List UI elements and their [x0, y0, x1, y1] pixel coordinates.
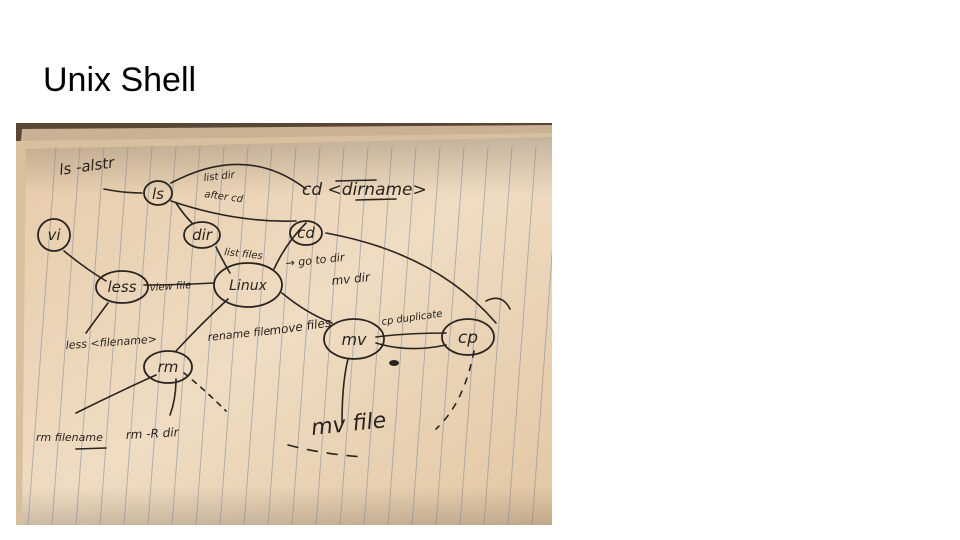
node-cd-circle: [289, 220, 323, 246]
node-circles: [37, 180, 495, 384]
node-cp: cp: [458, 328, 478, 348]
label-list-files: list files: [224, 247, 263, 262]
hand-drawn-diagram: ls dir cd vi less Linux rm mv cp ls -als…: [16, 123, 552, 525]
ruled-line: [27, 146, 57, 525]
label-rm-filename: rm filename: [36, 431, 103, 444]
node-vi: vi: [47, 226, 61, 244]
ruled-line: [75, 146, 105, 525]
connectors: [63, 163, 511, 458]
node-vi-circle: [37, 218, 71, 252]
node-linux: Linux: [229, 278, 267, 294]
node-mv: mv: [341, 330, 367, 349]
label-mv-dir: mv dir: [331, 270, 372, 288]
label-cd-dirname: cd <dirname>: [302, 180, 427, 200]
notebook-photo: ls dir cd vi less Linux rm mv cp ls -als…: [16, 123, 552, 525]
ruled-line: [531, 248, 552, 525]
ruled-line: [171, 146, 201, 525]
node-ls-circle: [143, 180, 173, 206]
ink-scribble: [389, 360, 399, 366]
ruled-line: [291, 146, 321, 525]
label-after-cd: after cd: [204, 189, 245, 205]
node-rm: rm: [158, 358, 179, 376]
node-less-circle: [95, 270, 149, 304]
ruled-line: [219, 146, 249, 525]
label-list-dir: list dir: [203, 170, 236, 184]
ruled-line: [315, 146, 345, 525]
ruled-line: [507, 146, 537, 525]
node-ls: ls: [152, 185, 164, 203]
ruled-line: [459, 146, 489, 525]
ruled-line: [267, 146, 297, 525]
label-less-filename: less <filename>: [65, 333, 157, 352]
node-labels: ls dir cd vi less Linux rm mv cp: [47, 185, 478, 376]
node-linux-circle: [213, 262, 283, 308]
ruled-lines: [27, 146, 552, 525]
ruled-line: [435, 146, 465, 525]
label-rm-r-dir: rm -R dir: [125, 425, 180, 442]
node-cd: cd: [297, 224, 315, 242]
label-go-to-dir: → go to dir: [285, 251, 347, 270]
ruled-line: [411, 146, 441, 525]
node-rm-circle: [143, 350, 193, 384]
node-dir: dir: [192, 226, 213, 244]
ruled-line: [483, 146, 513, 525]
node-less: less: [107, 278, 136, 296]
node-dir-circle: [183, 221, 221, 249]
label-view-file: view file: [149, 280, 191, 294]
node-mv-circle: [323, 318, 385, 360]
ruled-line: [339, 146, 369, 525]
ruled-line: [147, 146, 177, 525]
ruled-line: [51, 146, 81, 525]
ruled-line: [387, 146, 417, 525]
node-cp-circle: [441, 318, 495, 356]
ruled-line: [195, 146, 225, 525]
ruled-line: [243, 146, 273, 525]
ruled-line: [123, 146, 153, 525]
slide-title: Unix Shell: [43, 61, 197, 99]
ruled-line: [99, 146, 129, 525]
